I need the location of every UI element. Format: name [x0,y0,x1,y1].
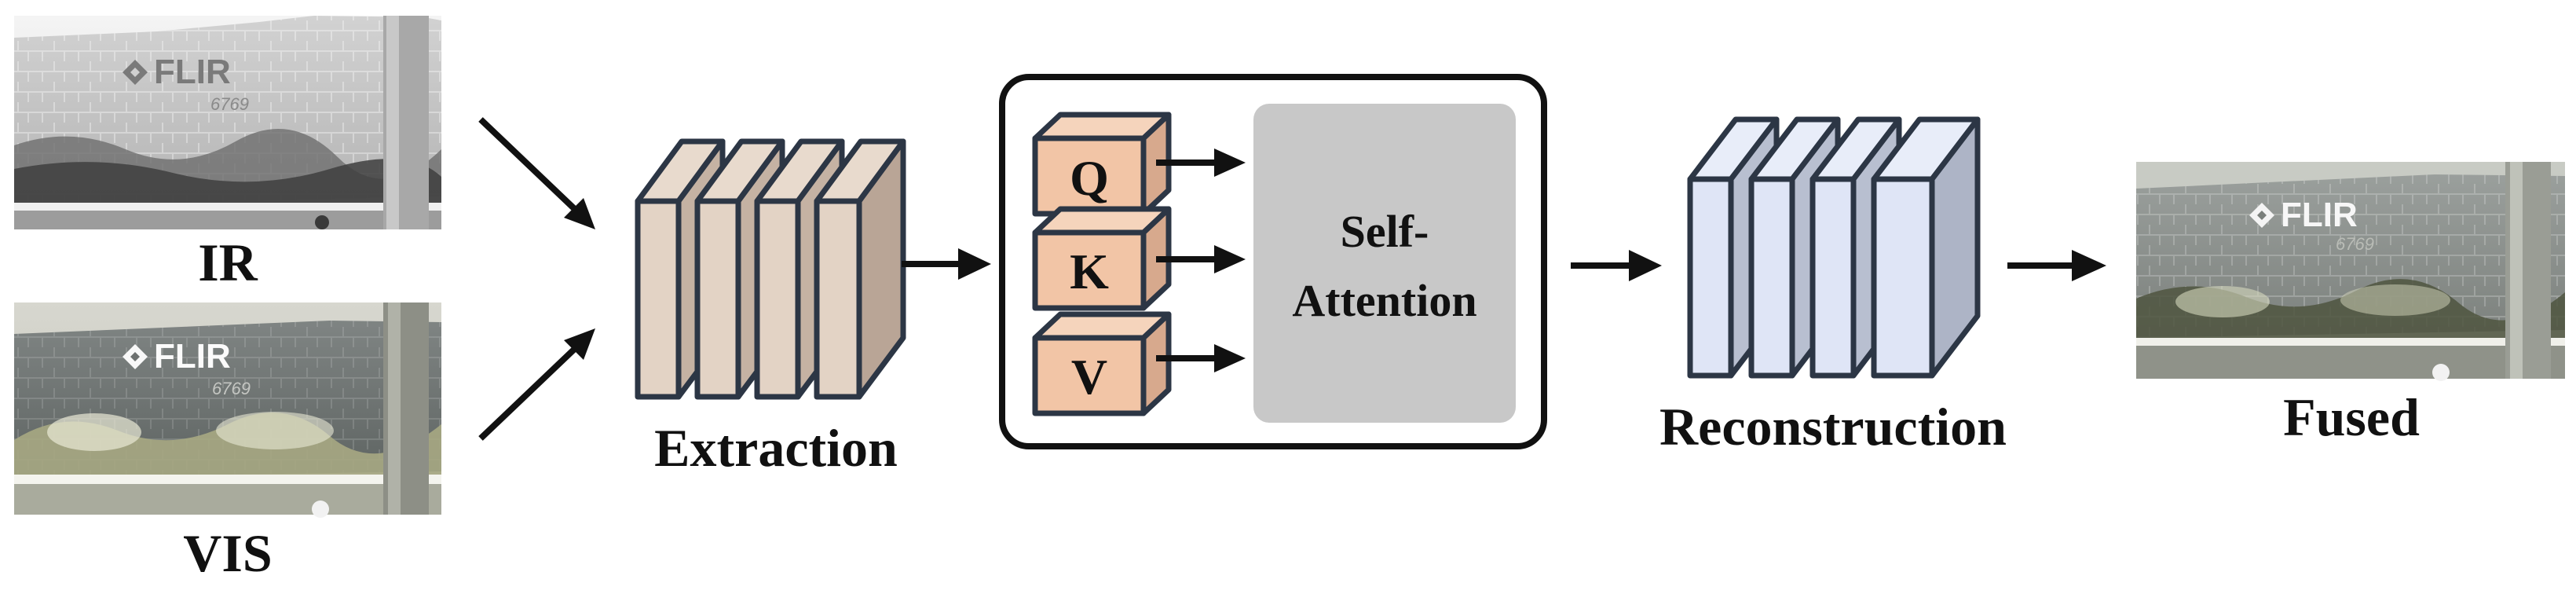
reconstruction-layer-4 [1871,116,1981,379]
fused-logo-text: FLIR [2281,196,2358,234]
value-cube [1032,311,1172,416]
extraction-layer-4 [814,138,906,400]
arrowhead-icon [1629,250,1662,281]
value-arrowhead-icon [1214,344,1246,372]
fused-image: FLIR 6769 [2136,162,2565,381]
vis-flir-logo-icon [123,344,148,369]
fused-label: Fused [2283,387,2420,447]
key-label: K [1070,244,1109,299]
value-label: V [1071,349,1107,405]
ir-flir-logo-icon [123,60,148,85]
self-attention-box [1253,104,1516,423]
reconstruction-block [1687,116,1981,379]
vis-image: FLIR 6769 [14,302,441,518]
reconstruction-to-fused-arrow [2007,250,2106,281]
fused-flir-logo-icon [2249,203,2274,228]
ir-image: FLIR 6769 [14,16,441,229]
self-attention-title-line1: Self- [1341,206,1429,257]
ir-logo-text: FLIR [154,53,231,91]
attention-to-reconstruction-arrow [1571,250,1662,281]
fused-number-text: 6769 [2336,234,2374,254]
extraction-label: Extraction [654,418,898,478]
ir-arrowhead-icon [564,198,595,229]
key-arrowhead-icon [1214,245,1246,273]
query-cube [1032,112,1172,217]
vis-logo-text: FLIR [154,337,231,376]
vis-label: VIS [183,523,272,583]
query-arrowhead-icon [1214,148,1246,177]
query-label: Q [1070,150,1109,206]
arrowhead-icon [2072,250,2106,281]
input-arrows [478,117,595,441]
ir-number-text: 6769 [210,94,249,114]
extraction-block [635,138,906,400]
vis-arrowhead-icon [564,328,595,360]
self-attention-title-line2: Attention [1292,275,1476,326]
key-cube [1032,206,1172,311]
self-attention-module: Self- Attention Q K V [999,74,1547,449]
vis-to-extraction-arrow [478,342,582,441]
extraction-to-attention-arrow [902,248,991,280]
reconstruction-label: Reconstruction [1659,397,2007,456]
vis-number-text: 6769 [212,379,251,398]
arrowhead-icon [958,248,991,280]
ir-to-extraction-arrow [478,117,582,216]
ir-label: IR [198,233,258,292]
